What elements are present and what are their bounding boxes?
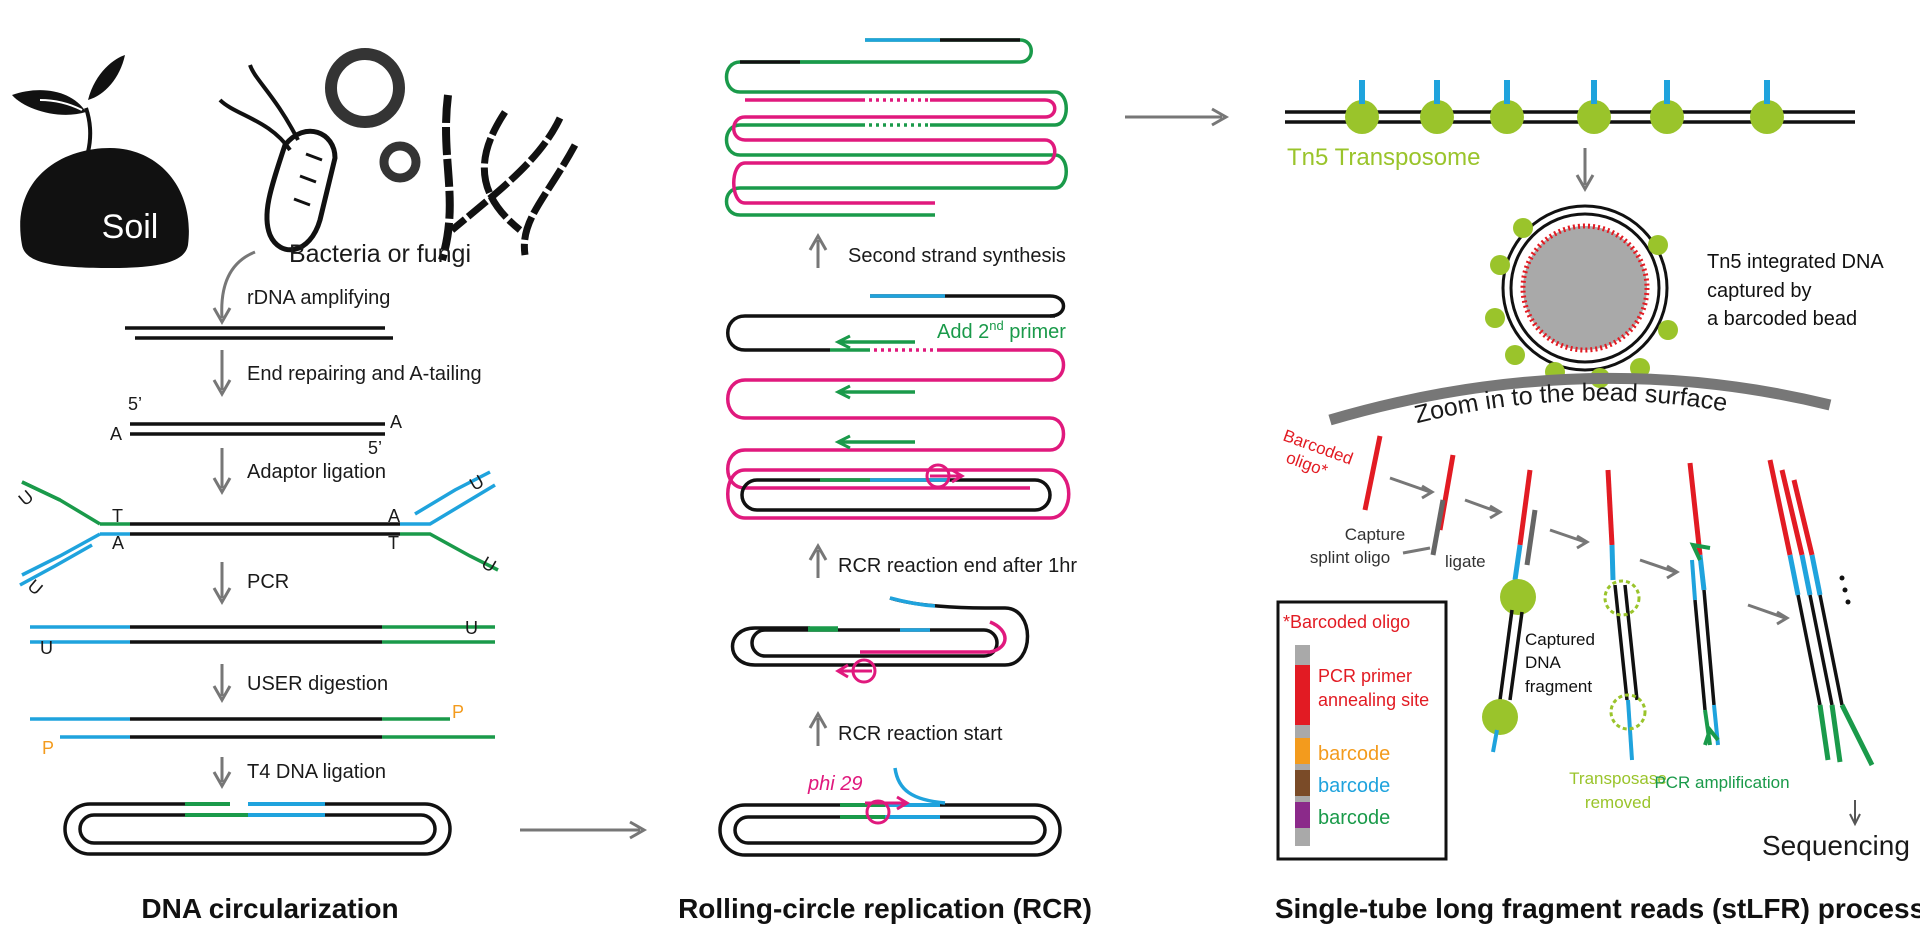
- step-adaptor-ligation: Adaptor ligation: [247, 461, 386, 483]
- barcoded-bead-icon: [1485, 204, 1678, 388]
- legend-pcr-primer: PCR primer: [1318, 666, 1412, 686]
- step-rcr-start: RCR reaction start: [838, 723, 1003, 745]
- capture-splint-label: Capture: [1345, 525, 1405, 544]
- legend-box: *Barcoded oligo PCR primer annealing sit…: [1276, 600, 1448, 861]
- phosphate-label: P: [452, 702, 464, 722]
- fragment-label: Captured: [1525, 630, 1595, 649]
- primer-label: Add 2nd primer: [937, 318, 1066, 343]
- enzyme-label: phi 29: [807, 773, 863, 795]
- soil-icon: Soil: [12, 55, 189, 268]
- legend-barcode-1: barcode: [1318, 743, 1390, 765]
- transposase-removed-label: Transposase: [1569, 769, 1667, 788]
- fragment-label: fragment: [1525, 677, 1592, 696]
- base-a-label: A: [388, 506, 400, 526]
- base-a-label: A: [112, 533, 124, 553]
- step-rcr-end: RCR reaction end after 1hr: [838, 555, 1077, 577]
- base-u-label: U: [465, 618, 478, 638]
- capture-splint-label: splint oligo: [1310, 548, 1390, 567]
- captured-label-line3: a barcoded bead: [1707, 308, 1857, 330]
- ligate-label: ligate: [1445, 552, 1486, 571]
- phosphate-label: P: [42, 738, 54, 758]
- step-t4-ligation: T4 DNA ligation: [247, 761, 386, 783]
- step-second-strand: Second strand synthesis: [848, 245, 1066, 267]
- microbes-label: Bacteria or fungi: [289, 240, 471, 268]
- five-prime-label: 5’: [128, 394, 142, 414]
- base-t-label: T: [388, 533, 399, 553]
- panel3-title: Single-tube long fragment reads (stLFR) …: [1275, 893, 1920, 924]
- panel1-title: DNA circularization: [141, 893, 398, 924]
- transposase-removed-label: removed: [1585, 793, 1651, 812]
- legend-annealing-site: annealing site: [1318, 690, 1429, 710]
- base-a-label: A: [390, 412, 402, 432]
- legend-barcode-2: barcode: [1318, 775, 1390, 797]
- captured-label-line2: captured by: [1707, 280, 1812, 302]
- base-t-label: T: [112, 506, 123, 526]
- base-a-label: A: [110, 424, 122, 444]
- step-user-digestion: USER digestion: [247, 673, 388, 695]
- tn5-label: Tn5 Transposome: [1287, 144, 1480, 171]
- base-u-label: U: [15, 486, 38, 510]
- step-pcr: PCR: [247, 571, 289, 593]
- step-end-repair: End repairing and A-tailing: [247, 363, 482, 385]
- legend-barcode-3: barcode: [1318, 807, 1390, 829]
- pcr-amplification-label: PCR amplification: [1654, 773, 1789, 792]
- five-prime-label: 5’: [368, 438, 382, 458]
- tn5-transposome-icon: [1345, 80, 1784, 134]
- panel-rcr: Second strand synthesis Add 2nd primer R…: [678, 38, 1230, 924]
- soil-label: Soil: [102, 208, 159, 246]
- microbes-icon: [218, 48, 579, 262]
- sequencing-label: Sequencing: [1762, 830, 1910, 861]
- legend-title: *Barcoded oligo: [1283, 612, 1410, 632]
- captured-label-line1: Tn5 integrated DNA: [1707, 251, 1884, 273]
- base-u-label: U: [40, 638, 53, 658]
- panel2-title: Rolling-circle replication (RCR): [678, 893, 1092, 924]
- fragment-label: DNA: [1525, 653, 1562, 672]
- base-u-label: U: [478, 552, 499, 576]
- panel-dna-circularization: Soil Bacteria or fungi rDNA amplifying E…: [12, 48, 648, 924]
- panel-stlfr: Tn5 Transposome Tn5 integrated DNA captu…: [1275, 80, 1920, 924]
- step-rdna-amplifying: rDNA amplifying: [247, 287, 390, 309]
